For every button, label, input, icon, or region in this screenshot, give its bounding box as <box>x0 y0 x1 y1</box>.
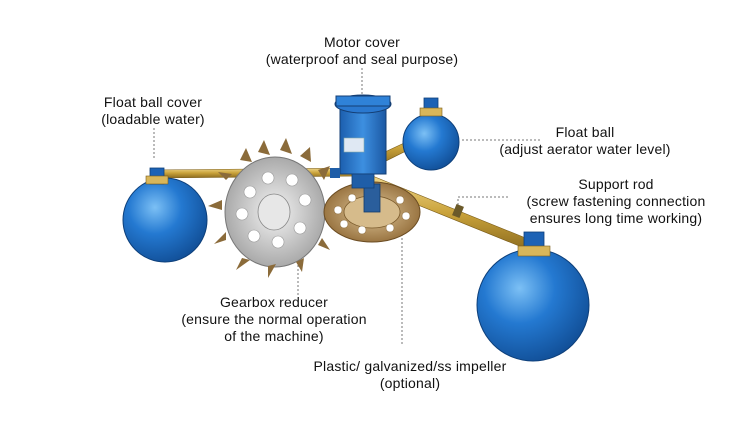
gearbox-reducer-title: Gearbox reducer <box>219 294 329 310</box>
motor-cover-note: (waterproof and seal purpose) <box>265 51 459 67</box>
float-ball-cover-title: Float ball cover <box>103 94 203 110</box>
impeller-title: Plastic/ galvanized/ss impeller <box>313 358 507 374</box>
float-ball-top-right <box>402 97 460 171</box>
float-ball-title: Float ball <box>555 124 615 140</box>
support-rod-note-1: (screw fastening connection <box>526 193 706 209</box>
label-float-ball: Float ball (adjust aerator water level) <box>480 124 690 158</box>
leader-lines <box>153 68 540 345</box>
label-support-rod: Support rod (screw fastening connection … <box>496 176 736 227</box>
impeller-note: (optional) <box>379 375 441 391</box>
float-ball-cover-note: (loadable water) <box>101 111 205 127</box>
label-float-ball-cover: Float ball cover (loadable water) <box>78 94 228 128</box>
label-motor-cover: Motor cover (waterproof and seal purpose… <box>262 34 462 68</box>
float-ball-note: (adjust aerator water level) <box>499 141 671 157</box>
gearbox-reducer-note-2: of the machine) <box>224 328 324 344</box>
silver-paddle-wheel <box>208 138 340 278</box>
support-rod-note-2: ensures long time working) <box>529 210 703 226</box>
copper-impeller <box>323 181 421 243</box>
gearbox-reducer-note-1: (ensure the normal operation <box>181 311 367 327</box>
motor <box>330 94 392 189</box>
float-ball-bottom-right <box>476 231 590 362</box>
support-rod-title: Support rod <box>578 176 654 192</box>
motor-cover-title: Motor cover <box>323 34 401 50</box>
float-ball-left <box>122 167 208 263</box>
label-gearbox-reducer: Gearbox reducer (ensure the normal opera… <box>164 294 384 345</box>
label-impeller: Plastic/ galvanized/ss impeller (optiona… <box>290 358 530 392</box>
